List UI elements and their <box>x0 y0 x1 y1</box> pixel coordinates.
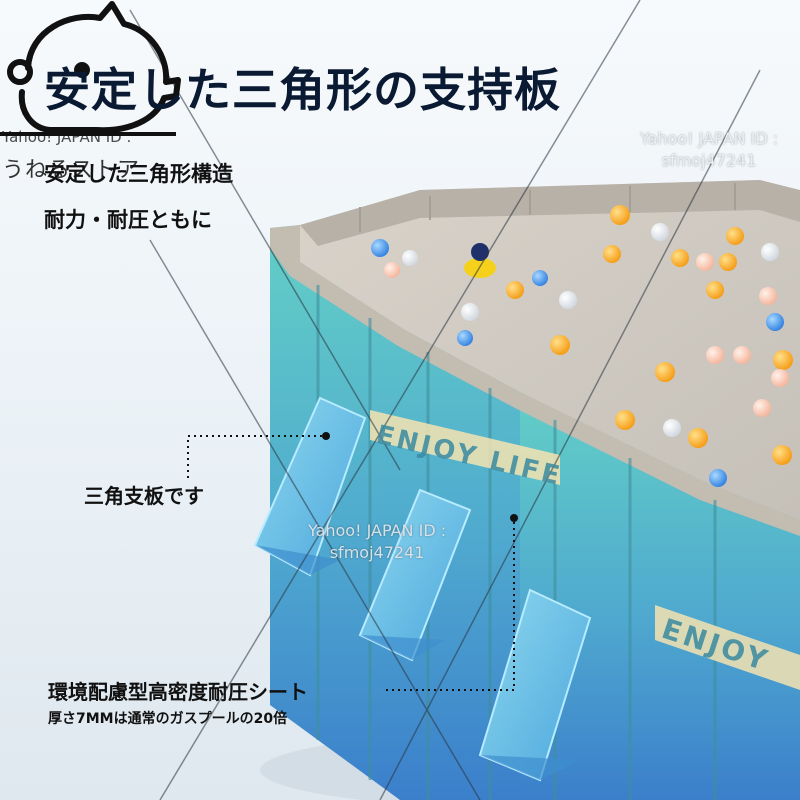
callout-leaders <box>187 435 515 691</box>
headline: 安定した三角形の支持板 <box>44 63 561 117</box>
watermark-top-line2: sfmoj47241 <box>661 151 757 170</box>
pool-print-band-2 <box>655 605 800 690</box>
triangle-support-boards <box>253 396 592 782</box>
store-name: うねるストア <box>2 158 141 183</box>
watermark-top-line1: Yahoo! JAPAN ID : <box>640 129 779 148</box>
feature-line-2: 耐力・耐圧ともに <box>44 208 212 232</box>
callout-dot-2 <box>510 514 518 522</box>
pool-inner-wall <box>300 180 800 246</box>
watermark-top: Yahoo! JAPAN ID : sfmoj47241 <box>640 128 778 172</box>
pool-print-band <box>370 410 560 485</box>
callout-sheet-detail: 厚さ7MMは通常のガスプールの20倍 <box>48 711 288 727</box>
pool-rim <box>270 225 800 536</box>
feature-line-1: 安定した三角形構造 <box>44 162 233 186</box>
callout-sheet-title: 環境配慮型高密度耐圧シート <box>48 680 308 704</box>
callout-triangle-board: 三角支板です <box>84 484 204 508</box>
watermark-lines <box>129 0 761 800</box>
watermark-center: Yahoo! JAPAN ID : sfmoj47241 <box>308 520 446 564</box>
watermark-center-line1: Yahoo! JAPAN ID : <box>308 521 447 540</box>
chick-mascot-icon <box>7 1 181 134</box>
callout-dot-1 <box>322 432 330 440</box>
floating-balls <box>371 205 793 487</box>
watermark-text-ghost: Yahoo! JAPAN ID : <box>2 128 132 146</box>
watermark-center-line2: sfmoj47241 <box>329 543 425 562</box>
